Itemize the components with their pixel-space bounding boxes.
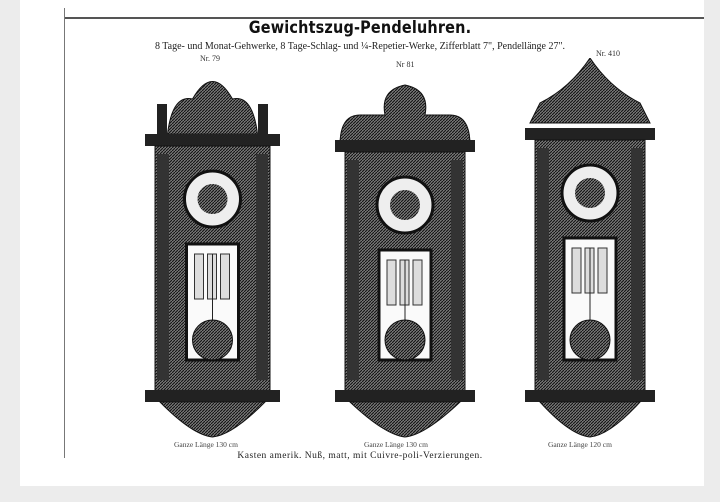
weight <box>386 259 397 306</box>
dial-center <box>390 190 420 220</box>
clock-bottom-ornament <box>348 401 462 438</box>
column-right <box>631 148 643 380</box>
finial-left <box>157 104 167 134</box>
clock-caption-410: Ganze Länge 120 cm <box>548 440 612 449</box>
clock-base <box>145 390 280 402</box>
clock-illustration-81 <box>335 84 475 438</box>
column-right <box>256 154 268 380</box>
clock-crown <box>529 58 651 124</box>
clock-number-410: Nr. 410 <box>596 49 620 58</box>
page-border-left <box>64 8 65 458</box>
pendulum-bob <box>569 319 611 361</box>
dial-center <box>575 178 605 208</box>
clock-bottom-ornament <box>158 401 267 438</box>
pendulum-bob <box>384 319 426 361</box>
dial-center <box>197 184 228 214</box>
clock-caption-81: Ganze Länge 130 cm <box>364 440 428 449</box>
clock-cornice <box>145 134 280 146</box>
clock-bottom-ornament <box>538 401 642 438</box>
clock-cornice <box>335 140 475 152</box>
page-title: Gewichtszug-Pendeluhren. <box>248 18 472 38</box>
page-border-top <box>64 17 704 19</box>
page-subtitle: 8 Tage- und Monat-Gehwerke, 8 Tage-Schla… <box>154 41 566 52</box>
clock-illustration-79 <box>145 81 280 438</box>
column-left <box>157 154 169 380</box>
clock-crown <box>166 81 259 135</box>
footer-text: Kasten amerik. Nuß, matt, mit Cuivre-pol… <box>237 451 483 461</box>
column-left <box>347 160 359 380</box>
weight <box>571 247 582 294</box>
clock-base <box>525 390 655 402</box>
pendulum-bob <box>192 319 233 361</box>
clock-cornice <box>525 128 655 140</box>
column-left <box>537 148 549 380</box>
clock-number-81: Nr 81 <box>396 60 415 69</box>
clock-base <box>335 390 475 402</box>
weight <box>194 253 204 300</box>
clock-crown <box>339 84 471 146</box>
weight <box>597 247 608 294</box>
weight <box>220 253 230 300</box>
clock-number-79: Nr. 79 <box>200 54 220 63</box>
clock-illustration-410 <box>525 58 655 438</box>
clock-caption-79: Ganze Länge 130 cm <box>174 440 238 449</box>
weight <box>412 259 423 306</box>
column-right <box>451 160 463 380</box>
finial-right <box>258 104 268 134</box>
